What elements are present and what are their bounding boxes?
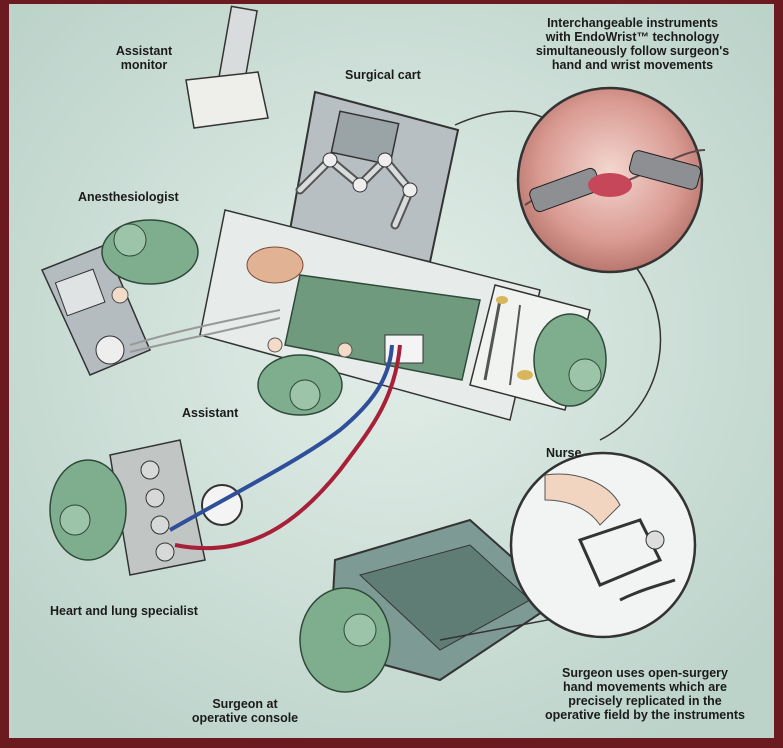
label-surgeon-note-line4: operative field by the instruments xyxy=(510,708,780,722)
label-assistant: Assistant xyxy=(182,406,238,420)
label-nurse: Nurse xyxy=(546,446,581,460)
label-surgical-cart: Surgical cart xyxy=(345,68,421,82)
label-surgeon-note: Surgeon uses open-surgery hand movements… xyxy=(510,666,780,722)
label-assistant-monitor-line2: monitor xyxy=(98,58,190,72)
label-surgeon-console-line2: operative console xyxy=(180,711,310,725)
label-instruments-line4: hand and wrist movements xyxy=(490,58,775,72)
label-surgeon-note-line2: hand movements which are xyxy=(510,680,780,694)
label-instruments-line2: with EndoWrist™ technology xyxy=(490,30,775,44)
label-assistant-monitor: Assistant monitor xyxy=(98,44,190,72)
label-instruments-line1: Interchangeable instruments xyxy=(490,16,775,30)
endowrist-detail-icon xyxy=(518,88,705,272)
label-anesthesiologist: Anesthesiologist xyxy=(78,190,179,204)
label-assistant-monitor-line1: Assistant xyxy=(98,44,190,58)
hand-control-detail-icon xyxy=(511,453,695,637)
label-instruments-line3: simultaneously follow surgeon's xyxy=(490,44,775,58)
label-surgeon-note-line3: precisely replicated in the xyxy=(510,694,780,708)
label-surgeon-console-line1: Surgeon at xyxy=(180,697,310,711)
label-surgeon-note-line1: Surgeon uses open-surgery xyxy=(510,666,780,680)
surgeon-figure xyxy=(300,588,390,692)
label-heart-lung-specialist: Heart and lung specialist xyxy=(50,604,198,618)
label-instruments-note: Interchangeable instruments with EndoWri… xyxy=(490,16,775,72)
heart-lung-specialist-figure xyxy=(50,460,126,560)
label-surgeon-console: Surgeon at operative console xyxy=(180,697,310,725)
nurse-figure xyxy=(534,314,606,406)
